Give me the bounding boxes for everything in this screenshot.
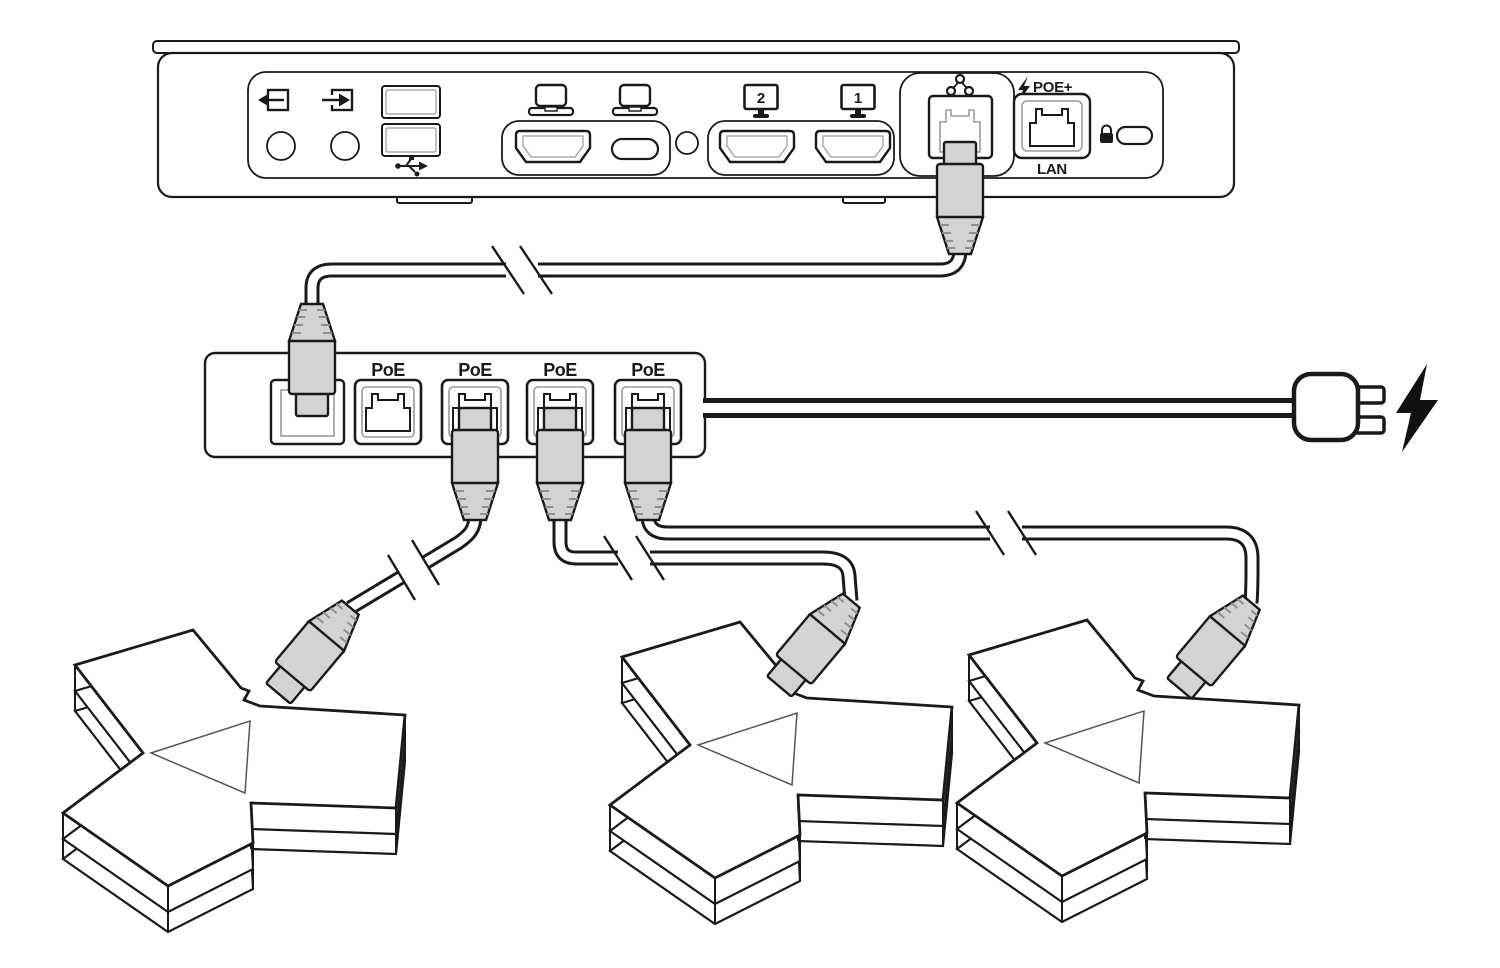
- poe-plus-label: POE+: [1033, 79, 1073, 96]
- hdmi-out-port-1: [814, 129, 892, 164]
- hdmi-in-port: [514, 129, 592, 164]
- ethernet-plug-pod-1: [259, 591, 370, 710]
- kensington-slot: [1115, 125, 1154, 146]
- lan-label: LAN: [1037, 161, 1067, 178]
- codec-device: 2 1 POE+ LAN: [152, 40, 1240, 204]
- lightning-icon: [1018, 76, 1030, 101]
- cable-break-mark: [602, 535, 666, 581]
- lock-icon: [1100, 124, 1113, 143]
- mic-pod-3: [955, 618, 1301, 924]
- reset-button: [675, 131, 699, 155]
- monitor-2-icon: 2: [743, 83, 779, 120]
- audio-out-jack: [266, 131, 296, 161]
- ethernet-plug-switch-1: [450, 406, 500, 522]
- power-plug-icon: [1291, 371, 1386, 443]
- ethernet-cable-pod-3: [640, 510, 1260, 604]
- audio-in-jack: [330, 131, 360, 161]
- monitor-1-label: 1: [854, 90, 862, 107]
- poe-port-label-4: PoE: [631, 360, 665, 380]
- poe-port-1: [353, 378, 423, 446]
- cable-break-mark: [386, 539, 441, 601]
- ethernet-cable-pod-1: [346, 515, 483, 615]
- ethernet-plug-switch-2: [535, 406, 585, 522]
- ethernet-cable-codec-to-switch: [304, 245, 968, 306]
- line-in-icon: [322, 88, 354, 112]
- monitor-1-icon: 1: [840, 83, 876, 120]
- poe-port-label-1: PoE: [371, 360, 405, 380]
- ethernet-plug-uplink: [287, 302, 337, 418]
- laptop-icon: [527, 83, 575, 117]
- lan-port: [1012, 92, 1092, 160]
- cable-break-mark: [491, 245, 553, 295]
- cable-break-mark: [974, 510, 1038, 556]
- usb-ports: [381, 85, 441, 157]
- lightning-bolt-icon: [1396, 364, 1438, 452]
- mic-pod-1: [61, 628, 407, 934]
- ethernet-plug-pod-2: [760, 584, 871, 703]
- ethernet-plug-codec: [935, 140, 985, 256]
- poe-port-label-2: PoE: [458, 360, 492, 380]
- codec-top-lip: [152, 40, 1240, 54]
- ethernet-cable-pod-2: [552, 516, 859, 602]
- usbc-port: [610, 137, 660, 161]
- laptop-icon: [611, 83, 659, 117]
- hdmi-out-port-2: [718, 129, 796, 164]
- poe-plus-badge: POE+: [1018, 76, 1073, 101]
- monitor-2-label: 2: [757, 90, 765, 107]
- ethernet-plug-switch-3: [623, 406, 673, 522]
- ethernet-plug-pod-3: [1160, 586, 1271, 705]
- poe-port-label-3: PoE: [543, 360, 577, 380]
- line-out-icon: [258, 88, 290, 112]
- usb-icon: [395, 155, 428, 177]
